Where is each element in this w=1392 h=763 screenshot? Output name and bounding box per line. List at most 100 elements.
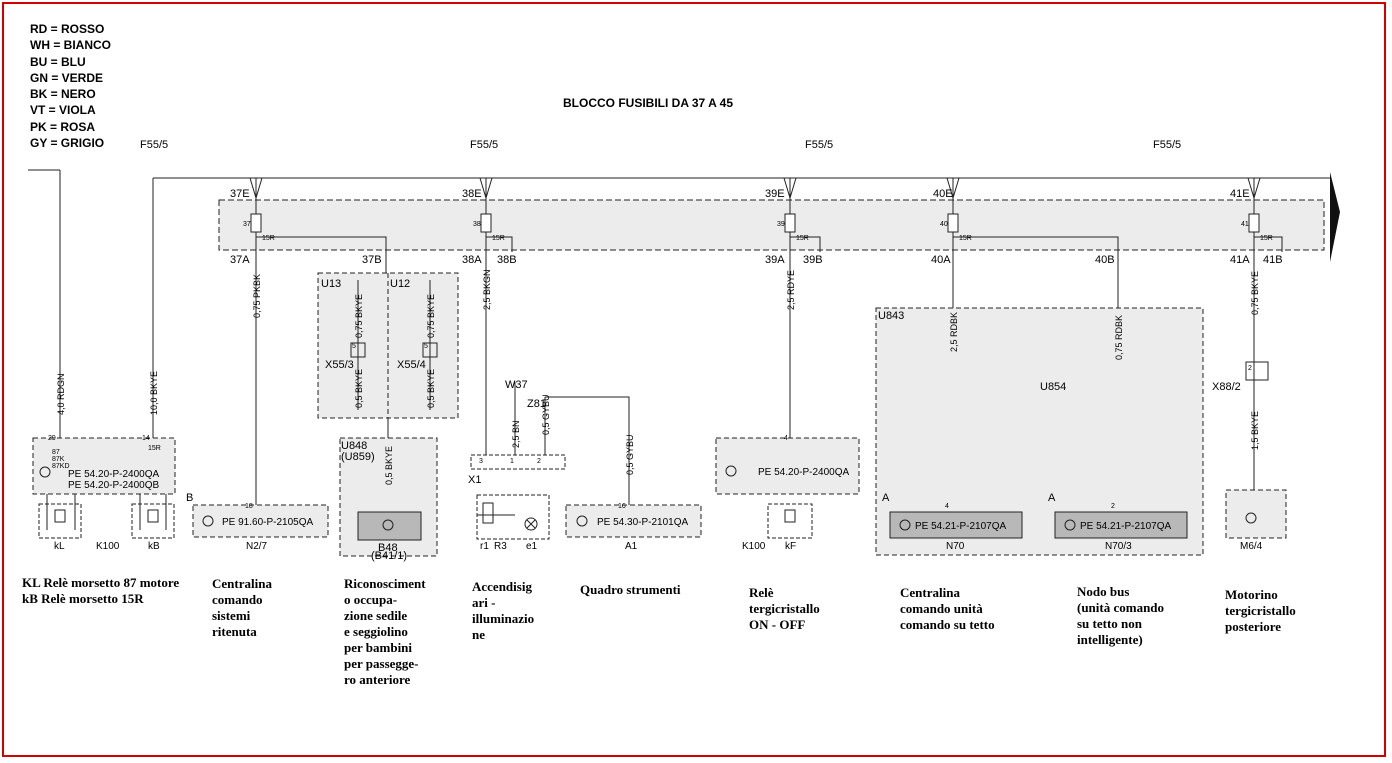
feed-label: F55/5 — [805, 139, 833, 151]
wire-label: 0,75 RDBK — [1114, 315, 1124, 360]
module-label: B — [186, 492, 193, 504]
fuse-number: 37 — [243, 221, 251, 228]
fuse-number: 39 — [777, 221, 785, 228]
fuse-number: 41 — [1241, 221, 1249, 228]
module-label: W37 — [505, 379, 528, 391]
wire-label: 0,5 GYBU — [541, 394, 551, 435]
pin-label: 2 — [1111, 503, 1115, 510]
pe-code: PE 54.20-P-2400QA — [758, 467, 849, 478]
wire-label: 0,75 BKYE — [354, 294, 364, 338]
component-id: R3 — [494, 541, 507, 552]
wire-label: 0,5 BKYE — [354, 369, 364, 408]
caption-bus-node: Nodo bus (unità comando su tetto non int… — [1077, 584, 1165, 647]
caption-roof-control: Centralina comando unità comando su tett… — [900, 585, 995, 632]
component-id: kL — [54, 541, 65, 552]
module-label: A — [1048, 492, 1056, 504]
wire-label: 1,5 BKYE — [1250, 411, 1260, 450]
pin-label: 4 — [784, 435, 788, 442]
fuse-15r: 15R — [796, 235, 809, 242]
fuse-top-label: 38E — [462, 188, 482, 200]
fuse-bottom-label: 39A — [765, 254, 785, 266]
pin-label: 5 — [352, 343, 356, 350]
wire-label: 2,5 RDBK — [949, 312, 959, 352]
fuse-top-label: 39E — [765, 188, 785, 200]
fuse-15r: 15R — [1260, 235, 1273, 242]
module-label: X55/3 — [325, 359, 354, 371]
module-label: U848 — [341, 440, 367, 452]
pin-label: 87K — [52, 456, 65, 463]
legend-item: GN = VERDE — [30, 70, 104, 85]
pin-label: 87KD — [52, 463, 70, 470]
component-id: K100 — [96, 541, 120, 552]
wire-label: 2,5 BKGN — [482, 269, 492, 310]
color-legend: RD = ROSSO WH = BIANCO BU = BLU GN = VER… — [30, 21, 111, 151]
pe-code: PE 91.60-P-2105QA — [222, 517, 313, 528]
caption-relays: KL Relè morsetto 87 motore kB Relè morse… — [22, 575, 180, 606]
pe-code: PE 54.20-P-2400QA — [68, 469, 159, 480]
caption-wiper-relay: Relè tergicristallo ON - OFF — [749, 585, 820, 632]
component-id: N70 — [946, 541, 965, 552]
pin-label: 3 — [479, 458, 483, 465]
pin-label: 2 — [1248, 365, 1252, 372]
module-label: X1 — [468, 474, 481, 486]
fuse-block — [218, 199, 1325, 251]
legend-item: BU = BLU — [30, 54, 86, 69]
component-id: K100 — [742, 541, 766, 552]
caption-rear-wiper: Motorino tergicristallo posteriore — [1225, 587, 1296, 634]
feed-label: F55/5 — [470, 139, 498, 151]
module-a1 — [565, 504, 702, 538]
module-label: Z81 — [527, 398, 546, 410]
module-label: U13 — [321, 278, 341, 290]
fuse-number: 40 — [940, 221, 948, 228]
fuse-top-label: 37E — [230, 188, 250, 200]
legend-item: VT = VIOLA — [30, 103, 96, 118]
component-id: kB — [148, 541, 160, 552]
module-label: X88/2 — [1212, 381, 1241, 393]
fuse-15r: 15R — [262, 235, 275, 242]
fuse-bottom-label: 39B — [803, 254, 823, 266]
fuse-bottom-label: 37B — [362, 254, 382, 266]
module-label: B48 — [378, 542, 398, 554]
pin-label: 15R — [148, 445, 161, 452]
wire-label: 4,0 RDGN — [56, 373, 66, 415]
pin-label: 18 — [245, 503, 253, 510]
fuse-bottom-label: 38B — [497, 254, 517, 266]
feed-label: F55/5 — [140, 139, 168, 151]
wire-label: 0,75 BKYE — [1250, 271, 1260, 315]
wire-label: 0,5 BKYE — [426, 369, 436, 408]
diagram-title: BLOCCO FUSIBILI DA 37 A 45 — [563, 96, 734, 110]
pin-label: 14 — [142, 435, 150, 442]
wire-label: 0,5 GYBU — [625, 434, 635, 475]
component-id: N2/7 — [246, 541, 268, 552]
module-label: A — [882, 492, 890, 504]
caption-lighter: Accendisig ari - illuminazio ne — [472, 579, 535, 642]
fuse-15r: 15R — [959, 235, 972, 242]
component-id: A1 — [625, 541, 638, 552]
wire-label: 0,5 BKYE — [384, 446, 394, 485]
relay-kf — [767, 503, 813, 539]
relay-box-k100 — [32, 437, 176, 495]
module-n70-3 — [1054, 511, 1188, 539]
caption-restraint: Centralina comando sistemi ritenuta — [212, 576, 272, 639]
fuse-15r: 15R — [492, 235, 505, 242]
caption-seat-occupancy: Riconosciment o occupa- zione sedile e s… — [344, 576, 426, 687]
relay-box-wiper — [715, 437, 860, 495]
module-label: (B41/1) — [371, 550, 407, 562]
feed-label: F55/5 — [1153, 139, 1181, 151]
legend-item: RD = ROSSO — [30, 22, 105, 36]
legend-item: WH = BIANCO — [30, 38, 111, 53]
lighter-r3 — [476, 494, 550, 540]
pe-code: PE 54.30-P-2101QA — [597, 517, 688, 528]
module-label: U843 — [878, 310, 904, 322]
component-id: N70/3 — [1105, 541, 1132, 552]
fuse-bottom-label: 41B — [1263, 254, 1283, 266]
module-n2-7 — [192, 504, 329, 538]
sensor-b48 — [357, 511, 422, 541]
pe-code: PE 54.21-P-2107QA — [915, 521, 1006, 532]
legend-item: PK = ROSA — [30, 119, 96, 134]
component-id: kF — [785, 541, 796, 552]
module-label: X55/4 — [397, 359, 426, 371]
module-n70 — [889, 511, 1023, 539]
pin-label: 2 — [537, 458, 541, 465]
